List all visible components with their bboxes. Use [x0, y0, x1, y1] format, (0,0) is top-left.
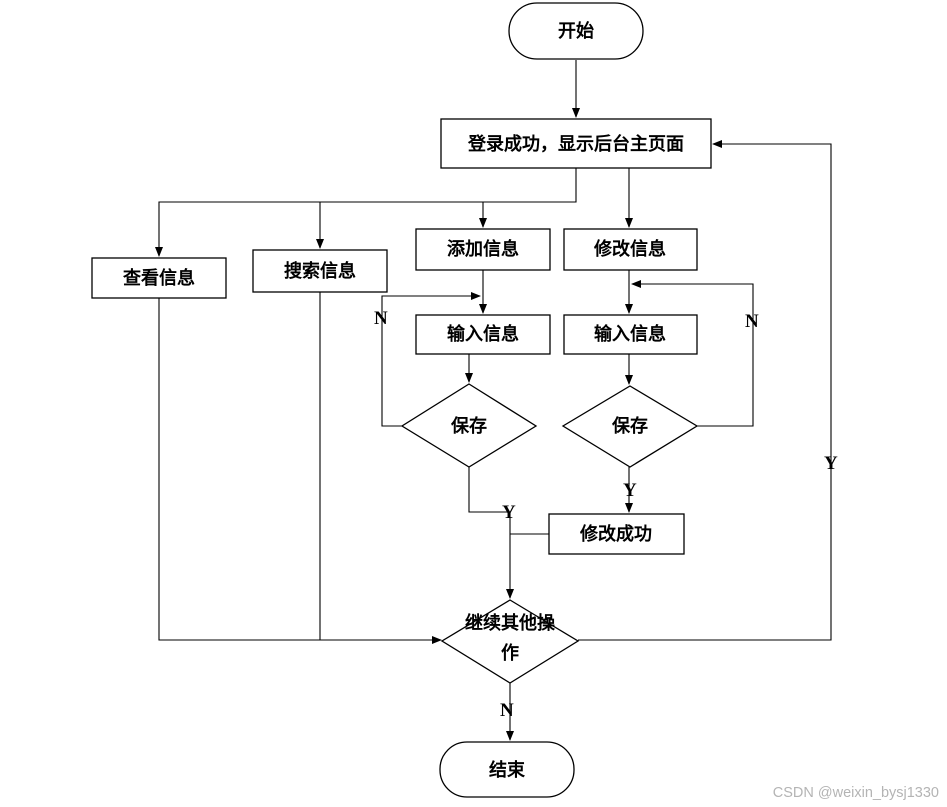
continue-decision: 继续其他操 作	[440, 599, 580, 684]
save-right-decision: 保存	[561, 385, 699, 468]
save-right-label: 保存	[611, 415, 648, 437]
view-node: 查看信息	[91, 257, 227, 299]
input-left-box	[415, 314, 551, 355]
end-terminal	[439, 741, 575, 798]
modify-success-label: 修改成功	[579, 523, 652, 545]
edges	[155, 60, 832, 741]
save-right-diamond	[561, 385, 699, 468]
continue-no-label: N	[500, 700, 514, 721]
save-left-yes-label: Y	[502, 502, 516, 523]
edge-save-left-no-loop	[381, 292, 481, 427]
view-box	[91, 257, 227, 299]
edge-save-left-yes	[468, 467, 510, 513]
search-box	[252, 249, 388, 293]
save-left-decision: 保存	[400, 383, 538, 468]
watermark-text: CSDN @weixin_bysj1330	[773, 785, 939, 801]
search-node: 搜索信息	[252, 249, 388, 293]
modify-success-node: 修改成功	[548, 513, 685, 555]
input-left-label: 输入信息	[447, 323, 519, 345]
edge-labels: N Y N Y Y N	[374, 308, 838, 721]
modify-label: 修改信息	[593, 238, 666, 260]
end-label: 结束	[489, 759, 526, 781]
add-label: 添加信息	[447, 238, 519, 260]
edge-save-right-no-loop	[631, 280, 754, 427]
view-label: 查看信息	[123, 267, 195, 289]
edge-login-to-view	[155, 168, 577, 257]
start-terminal	[508, 2, 644, 60]
continue-label-line1: 继续其他操	[465, 612, 556, 634]
save-right-no-label: N	[745, 311, 759, 332]
continue-diamond	[440, 599, 580, 684]
search-label: 搜索信息	[284, 260, 356, 282]
login-node: 登录成功，显示后台主页面	[440, 118, 712, 169]
save-left-no-label: N	[374, 308, 388, 329]
edge-continue-yes-to-login	[578, 140, 832, 641]
input-right-label: 输入信息	[594, 323, 666, 345]
login-label: 登录成功，显示后台主页面	[467, 133, 684, 155]
continue-label-line2: 作	[501, 642, 519, 664]
save-right-yes-label: Y	[623, 480, 637, 501]
start-label: 开始	[558, 20, 594, 42]
modify-box	[563, 228, 698, 271]
modify-node: 修改信息	[563, 228, 698, 271]
add-box	[415, 228, 551, 271]
login-box	[440, 118, 712, 169]
start-node: 开始	[508, 2, 644, 60]
save-left-label: 保存	[450, 415, 487, 437]
add-node: 添加信息	[415, 228, 551, 271]
input-right-node: 输入信息	[563, 314, 698, 355]
save-left-diamond	[400, 383, 538, 468]
modify-success-box	[548, 513, 685, 555]
input-right-box	[563, 314, 698, 355]
input-left-node: 输入信息	[415, 314, 551, 355]
edge-view-to-continue	[158, 298, 442, 644]
end-node: 结束	[439, 741, 575, 798]
continue-yes-label: Y	[824, 453, 838, 474]
